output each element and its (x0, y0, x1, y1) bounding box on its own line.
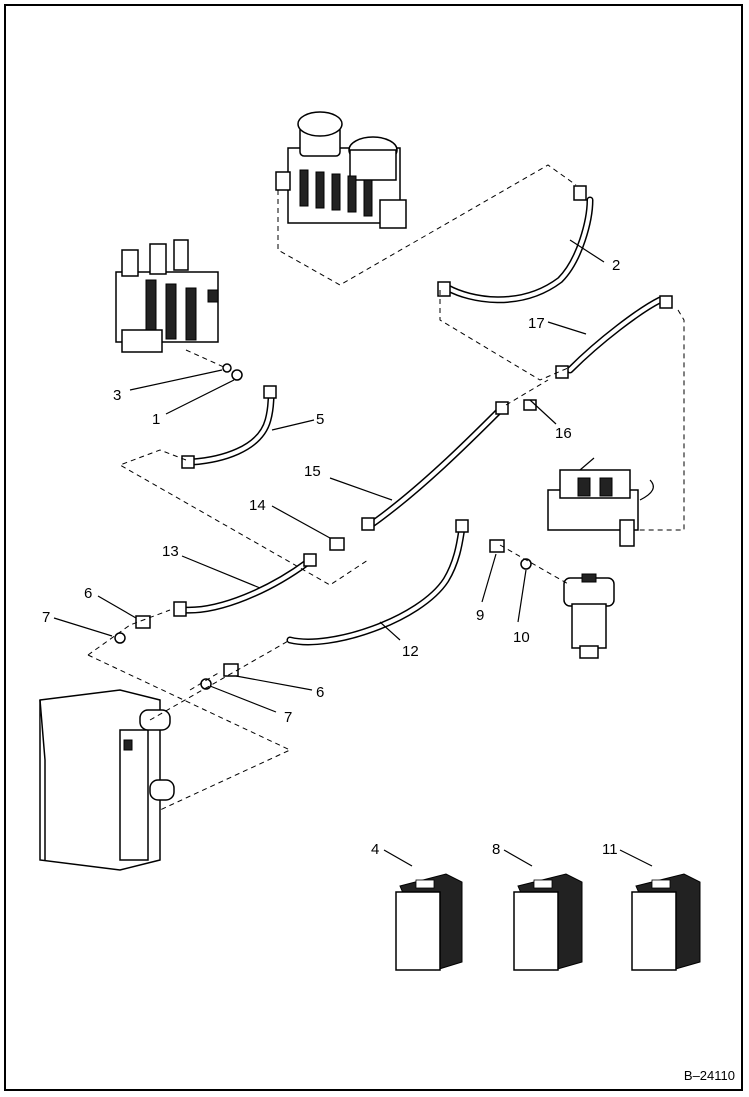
hose-12 (286, 519, 469, 646)
callout-13: 13 (162, 543, 179, 560)
fittings (114, 363, 537, 690)
callout-12: 12 (402, 643, 419, 660)
callout-16: 16 (555, 425, 572, 442)
callout-6-upper: 6 (84, 585, 92, 602)
callout-7-lower: 7 (284, 709, 292, 726)
callout-4: 4 (371, 841, 379, 858)
small-control-valve-icon (115, 239, 219, 353)
hose-15 (361, 401, 509, 531)
seal-kit-box-4-icon (395, 873, 463, 971)
callout-9: 9 (476, 607, 484, 624)
callout-7-upper: 7 (42, 609, 50, 626)
solenoid-valve-icon (547, 457, 654, 547)
callout-8: 8 (492, 841, 500, 858)
oil-cooler-icon (39, 689, 175, 871)
hose-2 (437, 185, 594, 304)
callout-3: 3 (113, 387, 121, 404)
callout-10: 10 (513, 629, 530, 646)
leader-lines (53, 239, 653, 867)
hose-13 (173, 553, 317, 617)
callout-14: 14 (249, 497, 266, 514)
hose-17 (555, 295, 673, 379)
connection-lines (87, 164, 685, 811)
callout-15: 15 (304, 463, 321, 480)
callout-labels: 2 17 3 1 5 16 15 14 13 6 7 9 10 12 6 7 4… (42, 257, 620, 858)
hydraulic-filter-icon (563, 573, 615, 659)
seal-kit-box-8-icon (513, 873, 583, 971)
large-control-valve-icon (275, 111, 407, 229)
drawing-reference-number: B–24110 (683, 1068, 735, 1083)
seal-kit-box-11-icon (631, 873, 701, 971)
callout-17: 17 (528, 315, 545, 332)
hose-5 (181, 385, 277, 469)
callout-5: 5 (316, 411, 324, 428)
callout-1: 1 (152, 411, 160, 428)
callout-11: 11 (602, 841, 618, 858)
callout-6-lower: 6 (316, 684, 324, 701)
callout-2: 2 (612, 257, 620, 274)
